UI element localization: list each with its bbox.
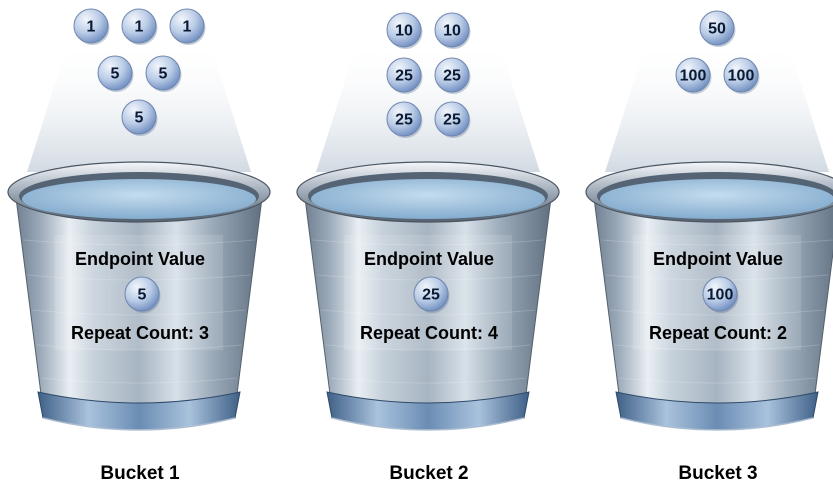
bucket-name: Bucket 2 <box>389 463 468 484</box>
coin-value: 25 <box>443 68 461 85</box>
coin: 100 <box>675 57 712 94</box>
coin-value: 5 <box>138 287 147 304</box>
coin: 25 <box>434 101 471 138</box>
coin-value: 50 <box>708 21 726 38</box>
coin-value: 25 <box>395 68 413 85</box>
coin: 5 <box>97 55 134 92</box>
coin-value: 25 <box>395 112 413 129</box>
coin-value: 5 <box>111 66 120 83</box>
coin: 1 <box>121 8 158 45</box>
coin: 25 <box>434 57 471 94</box>
water-surface <box>600 179 833 219</box>
coin-value: 5 <box>159 66 168 83</box>
repeat-count-label: Repeat Count: 3 <box>71 323 209 343</box>
bucket-name: Bucket 1 <box>100 463 180 484</box>
coin: 5 <box>145 55 182 92</box>
endpoint-coin: 25 <box>413 276 450 313</box>
endpoint-coin: 5 <box>124 276 161 313</box>
coin: 100 <box>723 57 760 94</box>
coin-value: 10 <box>443 23 461 40</box>
coin: 50 <box>699 10 736 47</box>
water-surface <box>22 179 256 219</box>
coin: 1 <box>73 8 110 45</box>
endpoint-label: Endpoint Value <box>364 249 494 269</box>
water-surface <box>311 179 545 219</box>
coin: 1 <box>169 8 206 45</box>
repeat-count-label: Repeat Count: 2 <box>649 323 787 343</box>
endpoint-label: Endpoint Value <box>653 249 783 269</box>
coin-value: 25 <box>443 112 461 129</box>
coin: 5 <box>121 99 158 136</box>
coin-value: 100 <box>680 68 707 85</box>
coin-value: 10 <box>395 23 413 40</box>
coin-value: 100 <box>728 68 755 85</box>
bucket-name: Bucket 3 <box>678 463 757 484</box>
coin-value: 1 <box>183 19 192 36</box>
endpoint-label: Endpoint Value <box>75 249 205 269</box>
coin-value: 1 <box>87 19 96 36</box>
coin: 10 <box>434 12 471 49</box>
repeat-count-label: Repeat Count: 4 <box>360 323 498 343</box>
coin-value: 1 <box>135 19 144 36</box>
endpoint-coin: 100 <box>702 276 739 313</box>
light-beam <box>605 40 829 172</box>
coin-value: 25 <box>422 287 440 304</box>
coin: 25 <box>386 57 423 94</box>
coin: 25 <box>386 101 423 138</box>
coin-value: 5 <box>135 110 144 127</box>
coin-value: 100 <box>707 287 734 304</box>
light-beam <box>316 40 540 172</box>
coin: 10 <box>386 12 423 49</box>
